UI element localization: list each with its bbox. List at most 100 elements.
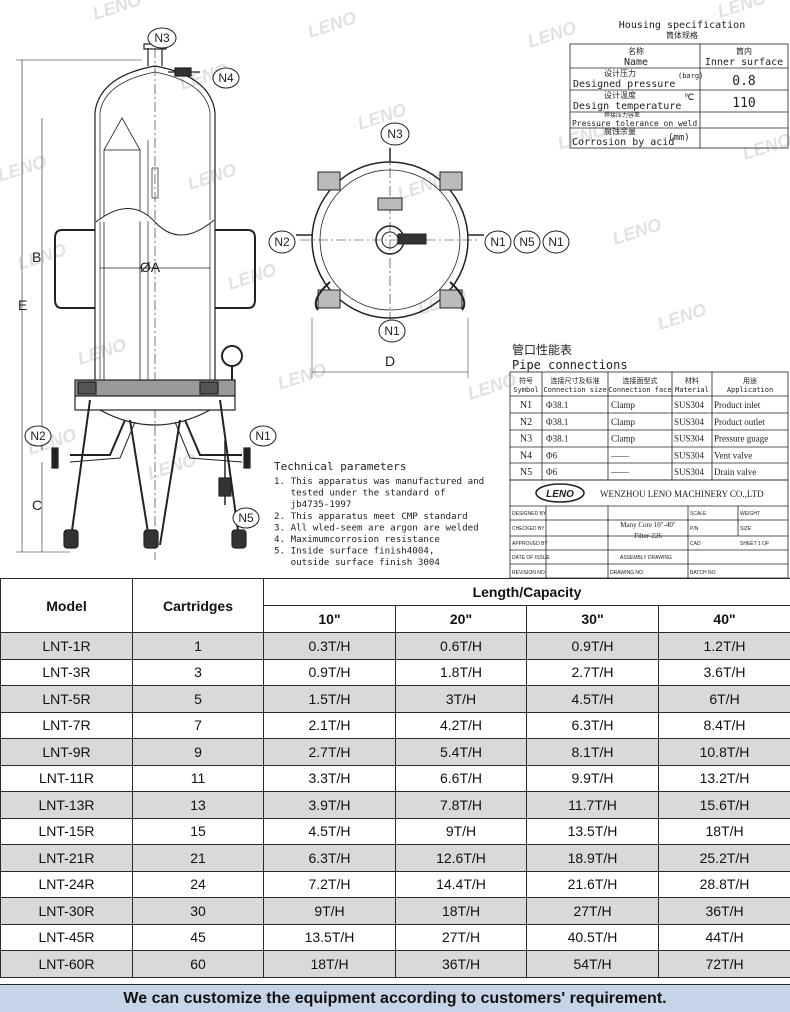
- foot-1: [64, 530, 78, 548]
- header-model: Model: [1, 579, 133, 633]
- cell-model: LNT-21R: [1, 845, 133, 872]
- cell-c30: 2.7T/H: [527, 659, 659, 686]
- pipe-head-size-en: Connection size: [543, 386, 606, 394]
- cell-c40: 3.6T/H: [659, 659, 790, 686]
- pipe-cell-application: Drain valve: [714, 467, 756, 477]
- technical-title: Technical parameters: [274, 460, 406, 473]
- cell-c20: 3T/H: [396, 686, 527, 713]
- label-n1-plan-bottom: N1: [384, 324, 400, 338]
- cell-c40: 15.6T/H: [659, 792, 790, 819]
- pipe-head-material-cn: 材料: [685, 376, 699, 385]
- spec-corrosion-label: Corrosion by acid: [572, 137, 674, 148]
- cell-c30: 6.3T/H: [527, 712, 659, 739]
- pipe-title-en: Pipe connections: [512, 358, 628, 372]
- cell-c30: 9.9T/H: [527, 765, 659, 792]
- cell-c10: 2.7T/H: [264, 739, 396, 766]
- cell-model: LNT-15R: [1, 818, 133, 845]
- label-n1-plan-b: N1: [548, 235, 564, 249]
- leg-3: [160, 420, 180, 545]
- cell-c30: 11.7T/H: [527, 792, 659, 819]
- cartridge-cap: [104, 118, 140, 150]
- spec-name-value: Inner surface: [705, 57, 783, 68]
- tb-scale: SCALE: [690, 511, 707, 517]
- clamp-n1: [244, 448, 250, 468]
- cell-c30: 4.5T/H: [527, 686, 659, 713]
- cell-c10: 6.3T/H: [264, 845, 396, 872]
- watermark: LENO: [0, 151, 49, 185]
- tb-product-line2: Filter-226: [634, 532, 662, 540]
- cell-cartridges: 30: [133, 898, 264, 925]
- pipe-cell-face: Clamp: [611, 417, 635, 427]
- spec-name-label: Name: [624, 57, 648, 68]
- cell-c20: 1.8T/H: [396, 659, 527, 686]
- watermark: LENO: [610, 214, 664, 248]
- pipe-cell-size: Φ6: [546, 450, 558, 460]
- cell-c10: 18T/H: [264, 951, 396, 978]
- cell-c40: 13.2T/H: [659, 765, 790, 792]
- cell-c10: 3.3T/H: [264, 765, 396, 792]
- clamp-bolt-right: [200, 382, 218, 394]
- tb-date-of-issue: DATE OF ISSUE: [512, 555, 550, 561]
- watermark: LENO: [275, 359, 329, 393]
- pipe-head-symbol-cn: 符号: [519, 376, 533, 385]
- cell-c20: 14.4T/H: [396, 871, 527, 898]
- cell-cartridges: 11: [133, 765, 264, 792]
- cell-cartridges: 5: [133, 686, 264, 713]
- pipe-cell-application: Product inlet: [714, 400, 761, 410]
- label-n3-top: N3: [154, 31, 170, 45]
- pipe-cell-face: ——: [610, 450, 630, 460]
- cell-c20: 18T/H: [396, 898, 527, 925]
- pipe-cell-symbol: N4: [520, 450, 532, 461]
- cell-c30: 21.6T/H: [527, 871, 659, 898]
- tb-cad: CAD: [690, 541, 701, 547]
- tb-approved-by: APPROVED BY: [512, 541, 549, 547]
- plan-vent-valve: [398, 234, 426, 244]
- cell-c40: 18T/H: [659, 818, 790, 845]
- cell-cartridges: 21: [133, 845, 264, 872]
- cell-c20: 0.6T/H: [396, 633, 527, 660]
- spec-corrosion-cn: 腐蚀余量: [604, 126, 636, 136]
- plan-view-callouts: N3 N2 N1 N5 N1 N1 D: [269, 123, 569, 369]
- technical-line: 4. Maximumcorrosion resistance: [274, 534, 440, 545]
- pipe-cell-application: Pressure guage: [714, 434, 768, 444]
- foot-4: [232, 530, 246, 548]
- tb-assembly-drawing: ASSEMBLY DRAWING: [620, 555, 672, 561]
- housing-spec-title: Housing specification: [619, 20, 745, 31]
- cell-cartridges: 7: [133, 712, 264, 739]
- cell-c40: 10.8T/H: [659, 739, 790, 766]
- technical-line: 2. This apparatus meet CMP standard: [274, 511, 468, 522]
- pipe-cell-application: Product outlet: [714, 417, 765, 427]
- tb-revision-no: REVISION NO.: [512, 570, 546, 576]
- plan-view: [296, 148, 484, 378]
- leno-logo: LENO: [546, 489, 574, 500]
- leg-2: [130, 420, 150, 545]
- cell-c20: 12.6T/H: [396, 845, 527, 872]
- pipe-cell-size: Φ38.1: [546, 434, 568, 444]
- vent-n4-valve: [175, 68, 191, 76]
- pipe-head-face-en: Connection face: [608, 386, 671, 394]
- pipe-cell-material: SUS304: [674, 434, 705, 444]
- spec-temp-value: 110: [732, 96, 755, 111]
- pipe-head-face-cn: 连接面型式: [623, 376, 658, 385]
- cell-c10: 9T/H: [264, 898, 396, 925]
- cell-c40: 72T/H: [659, 951, 790, 978]
- cell-model: LNT-1R: [1, 633, 133, 660]
- tb-drawing-no: DRAWING NO.: [610, 570, 644, 576]
- label-n5-side: N5: [238, 511, 254, 525]
- cell-c10: 4.5T/H: [264, 818, 396, 845]
- pipe-connections-block: 管口性能表 Pipe connections 符号 Symbol 连接尺寸及标准…: [510, 342, 788, 480]
- eye-bolt-ring: [222, 346, 242, 366]
- spec-name-cn: 名称: [628, 46, 644, 56]
- cell-c30: 8.1T/H: [527, 739, 659, 766]
- label-n1-plan-a: N1: [490, 235, 506, 249]
- leg-1: [70, 400, 90, 545]
- cell-cartridges: 15: [133, 818, 264, 845]
- pipe-cell-material: SUS304: [674, 450, 705, 460]
- spec-temp-unit: ℃: [684, 93, 694, 103]
